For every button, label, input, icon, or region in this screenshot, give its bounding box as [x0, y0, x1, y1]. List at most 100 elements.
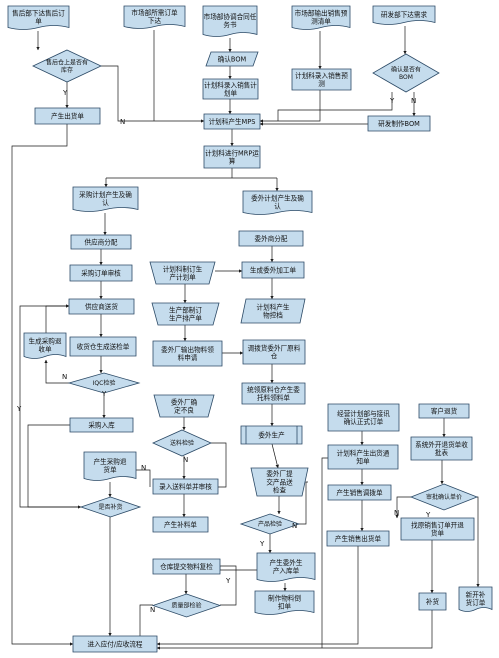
node-label: 进入应付/应收流程: [88, 639, 143, 648]
edge-label-d7-yes: Y: [259, 540, 265, 548]
node-label: 委外计划产生及确: [251, 193, 304, 202]
node-label: 产生采购退: [94, 457, 127, 466]
flow-node-n38: 产生销售调拨单: [327, 484, 392, 501]
node-shape-dia: [152, 429, 212, 457]
node-label: 产生销售出货单: [335, 534, 382, 543]
connector-24: [44, 359, 69, 384]
node-label: 划单: [224, 88, 238, 97]
node-shape-doc: [242, 190, 313, 215]
node-label: 补货: [426, 597, 440, 606]
node-shape-trap: [151, 302, 220, 326]
node-label: 委外生产: [258, 430, 285, 439]
node-label: 统领原料仓产生委: [247, 385, 300, 394]
node-shape-dia: [151, 593, 222, 618]
node-label: 市场部输出销售预: [295, 8, 348, 17]
connector-59: [395, 496, 411, 519]
edge-label-d8-yes: Y: [225, 577, 231, 585]
node-shape-rect: [327, 444, 399, 470]
node-label: 售后仓上是否有: [46, 58, 88, 66]
node-shape-dia: [409, 483, 479, 511]
node-shape-doc: [23, 332, 67, 359]
node-label: 计划科录入销售计: [204, 80, 257, 89]
node-label: 委外商分配: [255, 234, 288, 243]
node-shape-rect: [34, 107, 101, 125]
node-layer: 售后部下达售后订单市场部所需订单下达市场部协调合同任务书市场部输出销售预测清单研…: [7, 5, 493, 653]
node-label: 供应商分配: [85, 237, 118, 246]
connector-60: [476, 496, 480, 588]
node-label: 单: [35, 16, 42, 25]
node-label: 委外厂提: [266, 469, 293, 478]
edge-label-d5-yes: Y: [425, 511, 431, 519]
node-label: 测清单: [311, 16, 331, 25]
node-label: 系统外开退货单收: [415, 440, 468, 449]
connector-43: [211, 442, 227, 488]
node-label: 计划科产生出货通: [337, 448, 390, 457]
node-label: 采购计划产生及确: [79, 190, 132, 199]
node-shape-rect: [326, 530, 390, 547]
node-shape-rect: [241, 261, 305, 279]
node-shape-rect: [70, 234, 132, 250]
edge-label-d6-no: N: [141, 464, 146, 472]
node-label: 研发制作BOM: [378, 119, 420, 128]
node-shape-doc: [123, 5, 186, 29]
flow-node-n32: 委外生产: [240, 425, 303, 445]
node-shape-rect: [152, 516, 209, 533]
node-label: 客户退货: [431, 406, 458, 415]
node-shape-trap: [153, 394, 215, 418]
node-shape-rect: [69, 417, 134, 433]
node-label: 收单: [38, 344, 52, 353]
node-label: 制作物料倒: [268, 593, 301, 602]
node-label: 下达: [148, 16, 162, 25]
node-shape-para: [240, 298, 306, 324]
flow-node-n40: 产生销售出货单: [326, 530, 390, 547]
node-shape-rect: [238, 230, 304, 247]
node-label: 测: [318, 80, 325, 88]
node-shape-rect: [327, 484, 392, 501]
node-shape-doc: [254, 590, 315, 615]
node-shape-rect: [203, 113, 261, 130]
node-shape-dia: [67, 372, 141, 394]
connector-25: [45, 304, 70, 333]
node-label: 货订单: [466, 598, 486, 607]
node-label: 录入送料单并审核: [159, 482, 212, 491]
node-shape-doc: [72, 186, 139, 212]
edge-label-d1-no: N: [120, 118, 125, 126]
node-shape-rect: [72, 635, 158, 653]
node-label: 采购入库: [88, 420, 115, 429]
flow-node-d8: 质量部检验: [151, 593, 222, 618]
node-label: 产生销售调拨单: [336, 488, 383, 497]
node-shape-rect: [203, 145, 261, 169]
node-label: 产计划单: [169, 272, 196, 281]
node-shape-proc: [240, 425, 303, 445]
node-shape-trap: [149, 261, 216, 285]
node-shape-doc: [7, 5, 70, 30]
flow-node-n24: 收货仓生成送检单: [69, 336, 137, 357]
node-label: 计划科制订生: [163, 264, 203, 273]
node-shape-doc: [202, 5, 258, 37]
flow-node-n43: 仓库提交物料复检: [152, 558, 221, 575]
node-label: 调拨货委外厂原料: [248, 343, 301, 352]
node-shape-rect: [291, 68, 352, 91]
node-label: 仓: [271, 351, 278, 360]
flow-node-n9: 产生出货单: [34, 107, 101, 125]
connector-2: [101, 65, 205, 123]
node-shape-rect: [69, 264, 133, 282]
node-shape-doc: [458, 586, 493, 612]
node-shape-rect: [68, 298, 135, 315]
node-label: 产生补料单: [164, 520, 197, 529]
edge-label-layer: Y N Y N N Y Y N N Y N N Y Y N: [16, 89, 431, 614]
node-label: 计划科录入销售预: [295, 71, 348, 80]
edge-label-d7-no: N: [292, 522, 297, 530]
